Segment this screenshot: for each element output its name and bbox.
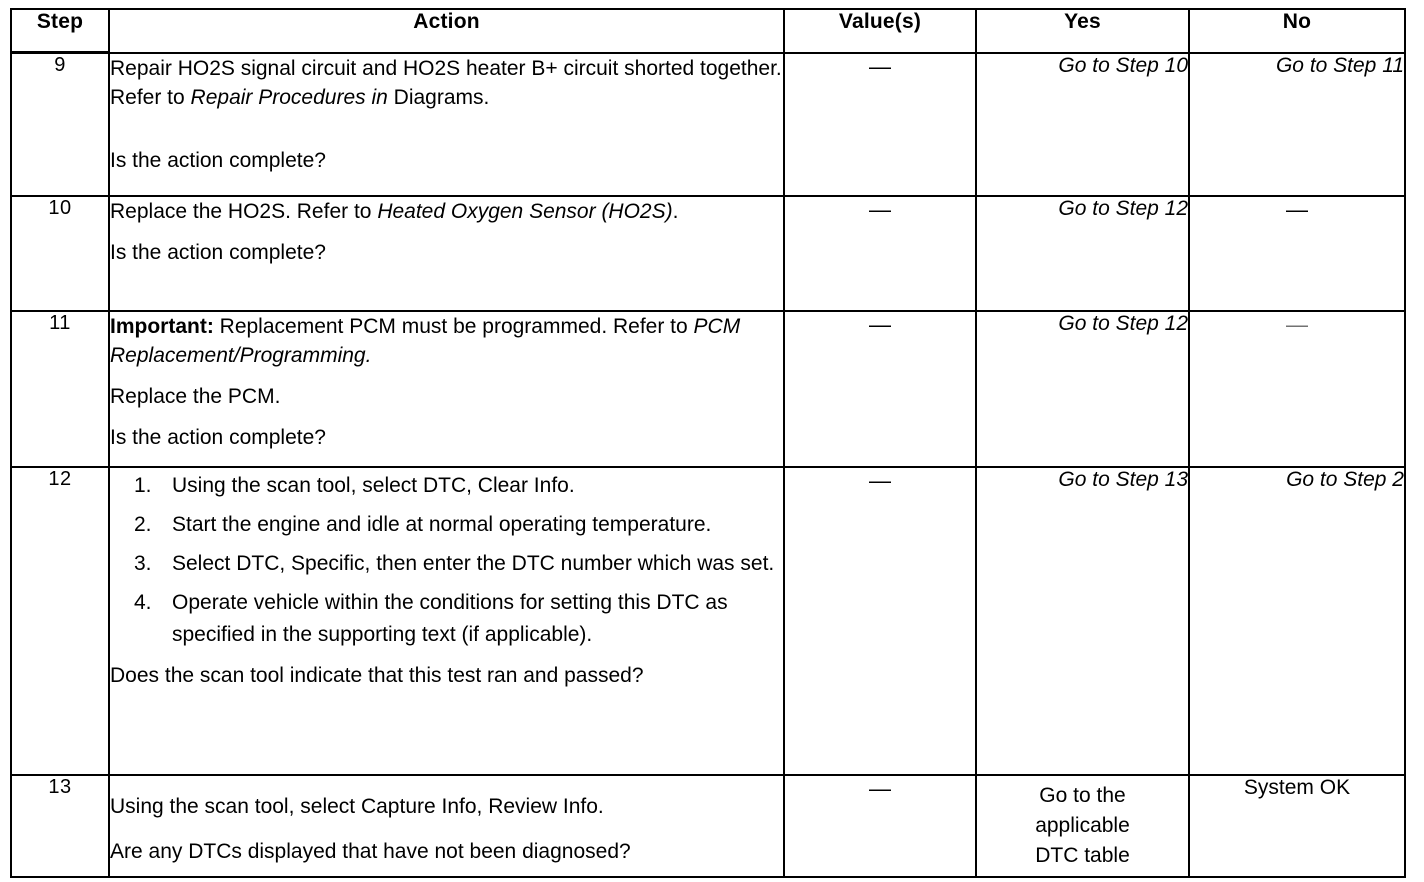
- action-important-paragraph: Important: Replacement PCM must be progr…: [110, 312, 783, 370]
- value-dash: —: [869, 467, 891, 493]
- value-dash: —: [869, 53, 891, 79]
- yes-cell: Go to Step 12: [975, 194, 1190, 312]
- step-number: 11: [10, 309, 110, 468]
- action-text: Repair HO2S signal circuit and HO2S heat…: [110, 56, 782, 109]
- action-cell: Replace the HO2S. Refer to Heated Oxygen…: [108, 194, 785, 312]
- yes-cell: Go to Step 13: [975, 465, 1190, 776]
- table-body: 9 Repair HO2S signal circuit and HO2S he…: [10, 51, 1406, 878]
- no-cell: Go to Step 11: [1188, 51, 1406, 197]
- list-item-text: Select DTC, Specific, then enter the DTC…: [172, 551, 775, 575]
- no-cell: —: [1188, 194, 1406, 312]
- step-number: 10: [10, 194, 110, 312]
- yes-goto-link: Go to Step 13: [1058, 467, 1188, 491]
- no-cell: Go to Step 2: [1188, 465, 1406, 776]
- action-text: Replace the HO2S. Refer to: [110, 199, 378, 223]
- yes-cell: Go to the applicable DTC table: [975, 773, 1190, 878]
- list-item-number: 3.: [134, 551, 152, 575]
- step-number: 9: [10, 51, 110, 197]
- list-item-number: 4.: [134, 590, 152, 614]
- no-goto-link: Go to Step 2: [1286, 467, 1404, 491]
- table-row: 12 1. Using the scan tool, select DTC, Cl…: [10, 465, 1406, 776]
- list-item-text: Start the engine and idle at normal oper…: [172, 512, 712, 536]
- value-cell: —: [783, 773, 977, 878]
- action-paragraph-secondary: Replace the PCM.: [110, 384, 281, 408]
- value-dash: —: [869, 311, 891, 337]
- value-dash: —: [869, 775, 891, 801]
- action-paragraph: Repair HO2S signal circuit and HO2S heat…: [110, 54, 783, 112]
- no-goto-link: Go to Step 11: [1275, 53, 1404, 77]
- action-cell: Using the scan tool, select Capture Info…: [108, 773, 785, 878]
- action-question: Are any DTCs displayed that have not bee…: [110, 839, 631, 863]
- action-cell: Important: Replacement PCM must be progr…: [108, 309, 785, 468]
- column-header-action: Action: [108, 8, 785, 54]
- value-cell: —: [783, 465, 977, 776]
- action-cell: Repair HO2S signal circuit and HO2S heat…: [108, 51, 785, 197]
- no-instruction: System OK: [1243, 775, 1351, 799]
- list-item: 4. Operate vehicle within the conditions …: [110, 587, 783, 651]
- action-reference: Repair Procedures in: [190, 85, 388, 109]
- column-header-no: No: [1188, 8, 1406, 54]
- action-question: Is the action complete?: [110, 148, 326, 172]
- step-number: 13: [10, 773, 110, 878]
- important-label: Important:: [110, 314, 214, 338]
- action-text: Replacement PCM must be programmed. Refe…: [213, 314, 694, 338]
- list-item: 2. Start the engine and idle at normal op…: [110, 509, 783, 541]
- list-item-text: Using the scan tool, select DTC, Clear I…: [172, 473, 575, 497]
- no-dash: —: [1286, 196, 1308, 222]
- action-question: Is the action complete?: [110, 425, 326, 449]
- action-cell: 1. Using the scan tool, select DTC, Clear…: [108, 465, 785, 776]
- list-item: 3. Select DTC, Specific, then enter the D…: [110, 548, 783, 580]
- table-row: 9 Repair HO2S signal circuit and HO2S he…: [10, 51, 1406, 197]
- list-item-text: Operate vehicle within the conditions fo…: [172, 590, 728, 646]
- yes-instruction: Go to the applicable DTC table: [1035, 783, 1130, 867]
- list-item-number: 1.: [134, 473, 152, 497]
- action-question: Is the action complete?: [110, 240, 326, 264]
- step-number: 12: [10, 465, 110, 776]
- no-dash: —: [1286, 311, 1308, 337]
- action-reference: Heated Oxygen Sensor (HO2S): [377, 199, 673, 223]
- column-header-yes: Yes: [975, 8, 1190, 54]
- action-paragraph: Using the scan tool, select Capture Info…: [110, 794, 604, 818]
- yes-cell: Go to Step 10: [975, 51, 1190, 197]
- table-row: 13 Using the scan tool, select Capture I…: [10, 773, 1406, 878]
- yes-goto-link: Go to Step 12: [1058, 196, 1188, 220]
- list-item: 1. Using the scan tool, select DTC, Clear…: [110, 470, 783, 502]
- value-dash: —: [869, 196, 891, 222]
- header-row: Step Action Value(s) Yes No: [10, 8, 1406, 54]
- column-header-values: Value(s): [783, 8, 977, 54]
- action-paragraph: Replace the HO2S. Refer to Heated Oxygen…: [110, 197, 783, 226]
- yes-goto-link: Go to Step 10: [1058, 53, 1188, 77]
- no-cell: System OK: [1188, 773, 1406, 878]
- action-numbered-list: 1. Using the scan tool, select DTC, Clear…: [110, 470, 783, 651]
- no-cell: —: [1188, 309, 1406, 468]
- column-header-step: Step: [10, 8, 110, 54]
- yes-cell: Go to Step 12: [975, 309, 1190, 468]
- value-cell: —: [783, 51, 977, 197]
- action-text-tail: .: [672, 199, 679, 223]
- action-reference: PCM Replacement/Programming.: [110, 314, 741, 367]
- value-cell: —: [783, 309, 977, 468]
- yes-goto-link: Go to Step 12: [1058, 311, 1188, 335]
- list-item-number: 2.: [134, 512, 152, 536]
- value-cell: —: [783, 194, 977, 312]
- table-row: 11 Important: Replacement PCM must be pr…: [10, 309, 1406, 468]
- action-question: Does the scan tool indicate that this te…: [110, 663, 644, 687]
- table-row: 10 Replace the HO2S. Refer to Heated Oxy…: [10, 194, 1406, 312]
- table-header: Step Action Value(s) Yes No: [10, 8, 1406, 54]
- action-text-tail: Diagrams.: [387, 85, 490, 109]
- diagnostic-table: Step Action Value(s) Yes No 9 Repair HO2…: [10, 8, 1406, 878]
